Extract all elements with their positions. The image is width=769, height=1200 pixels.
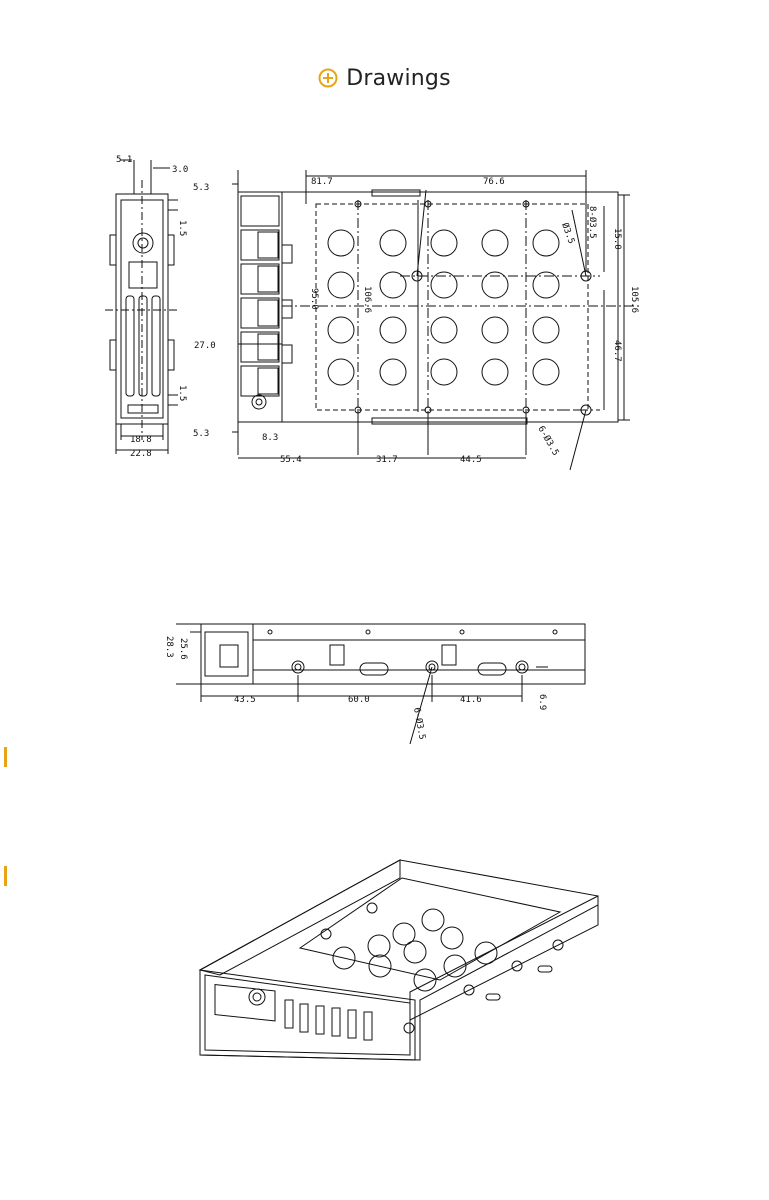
dim-side-d6: 6.9 (537, 694, 547, 710)
section-title: Drawings (346, 65, 451, 91)
dim-top-d11: 8.3 (262, 433, 278, 443)
dim-top-d5: 106.6 (362, 286, 372, 313)
dim-front-d4: 1.5 (177, 385, 187, 401)
dim-front-d5: 18.8 (130, 435, 152, 445)
front-view-drawing (105, 159, 180, 454)
dim-top-d17: Ø3.5 (559, 221, 577, 245)
dim-top-d1: 5.3 (193, 183, 209, 193)
dim-top-d8: 15.0 (612, 228, 622, 250)
dim-side-d7: 6-Ø3.5 (411, 707, 427, 741)
top-view-drawing (232, 170, 640, 471)
dim-front-d3: 1.5 (177, 220, 187, 236)
dim-side-d1: 28.3 (164, 636, 174, 658)
dim-top-d6: 105.6 (629, 286, 639, 313)
dim-front-d2: 3.0 (172, 165, 188, 175)
section-header: Drawings (0, 60, 769, 96)
dim-top-d13: 31.7 (376, 455, 398, 465)
dim-top-d15: 6-Ø3.5 (535, 424, 561, 458)
dim-top-d2: 81.7 (311, 177, 333, 187)
dim-top-d7: 27.0 (194, 341, 216, 351)
dim-side-d2: 25.6 (178, 638, 188, 660)
side-view-drawing (176, 623, 586, 745)
dim-top-d12: 55.4 (280, 455, 302, 465)
dim-side-d4: 60.0 (348, 695, 370, 705)
dim-top-d16: 8-Ø3.5 (587, 206, 598, 239)
dim-front-d6: 22.8 (130, 449, 152, 459)
dim-top-d10: 5.3 (193, 429, 209, 439)
accent-bar-2 (4, 866, 7, 886)
dim-side-d5: 41.6 (460, 695, 482, 705)
dim-front-d1: 5.1 (116, 155, 132, 165)
accent-bar-1 (4, 747, 7, 767)
front-view-dimensions: 5.1 3.0 1.5 1.5 18.8 22.8 (116, 155, 188, 459)
dim-top-d14: 44.5 (460, 455, 482, 465)
plus-circle-icon (318, 68, 338, 88)
dim-top-d4: 95.0 (309, 288, 319, 310)
dim-side-d3: 43.5 (234, 695, 256, 705)
dim-top-d3: 76.6 (483, 177, 505, 187)
side-view-dimensions: 28.3 25.6 43.5 60.0 41.6 6.9 6-Ø3.5 (164, 636, 547, 741)
dim-top-d9: 46.7 (612, 340, 622, 362)
isometric-view-drawing (198, 859, 599, 1061)
